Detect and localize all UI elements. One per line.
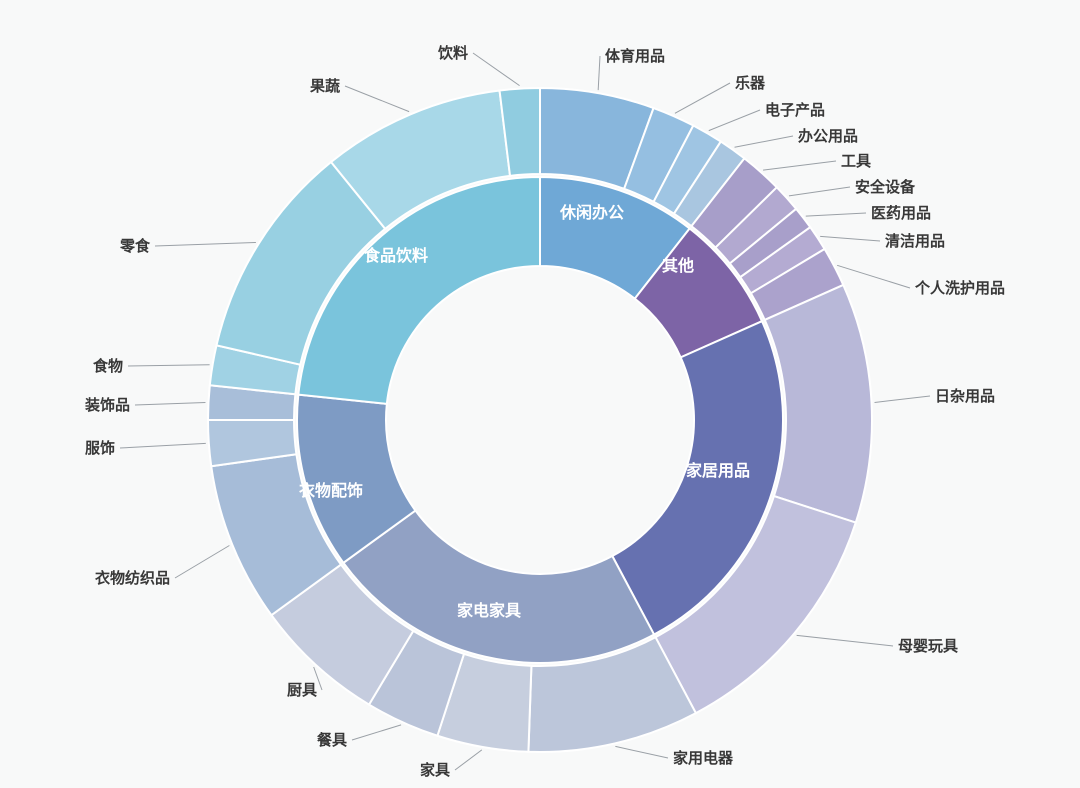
label-mother-baby-toys: 母婴玩具	[898, 638, 958, 655]
leader-line-clothing-textiles	[174, 545, 230, 579]
label-decorations: 装饰品	[84, 396, 130, 414]
label-food-beverage: 食品饮料	[363, 246, 428, 265]
leader-line-musical-instruments	[674, 82, 731, 114]
label-clothing-textiles: 衣物纺织品	[95, 569, 170, 587]
leader-line-electronics	[708, 109, 761, 132]
label-daily-sundries: 日杂用品	[935, 387, 995, 405]
outer-segment-beverages[interactable]	[498, 86, 541, 177]
label-appliances-furniture: 家电家具	[457, 601, 521, 620]
inner-segment-food-beverage[interactable]	[297, 175, 541, 406]
leader-line-personal-care	[836, 264, 911, 289]
leader-line-daily-sundries	[874, 395, 931, 403]
label-personal-care: 个人洗护用品	[914, 279, 1005, 297]
leader-line-apparel	[119, 442, 206, 449]
leader-line-cleaning-supplies	[820, 235, 881, 242]
leader-line-fruits-vegetables	[344, 85, 410, 113]
label-sports-goods: 体育用品	[605, 47, 665, 65]
label-fruits-vegetables: 果蔬	[309, 77, 340, 95]
label-clothing-accessories: 衣物配饰	[299, 481, 363, 500]
label-snacks: 零食	[119, 237, 151, 255]
label-household-goods: 家居用品	[686, 461, 750, 480]
leader-line-home-appliances	[615, 745, 669, 759]
leader-line-tableware	[351, 724, 402, 741]
label-musical-instruments: 乐器	[735, 74, 766, 92]
label-medical-supplies: 医药用品	[871, 204, 931, 222]
leader-line-snacks	[154, 241, 256, 247]
label-furniture: 家具	[420, 761, 450, 779]
label-cleaning-supplies: 清洁用品	[885, 232, 945, 250]
label-kitchenware: 厨具	[287, 682, 317, 699]
leader-line-safety-equipment	[788, 186, 851, 197]
label-electronics: 电子产品	[765, 101, 825, 119]
leader-line-beverages	[472, 52, 520, 87]
leader-line-food	[127, 364, 210, 367]
inner-segment-household-goods[interactable]	[610, 319, 784, 636]
label-other: 其他	[662, 256, 694, 275]
label-leisure-office: 休闲办公	[559, 203, 624, 222]
leader-line-kitchenware	[313, 666, 323, 691]
label-tableware: 餐具	[317, 731, 347, 749]
label-home-appliances: 家用电器	[673, 749, 734, 767]
leader-line-medical-supplies	[805, 212, 867, 217]
label-office-supplies: 办公用品	[798, 127, 858, 145]
label-tools: 工具	[841, 153, 871, 170]
leader-line-tools	[763, 160, 837, 171]
label-safety-equipment: 安全设备	[855, 178, 916, 196]
leader-line-furniture	[454, 749, 483, 771]
leader-line-mother-baby-toys	[796, 634, 894, 647]
label-food: 食物	[93, 357, 123, 375]
leader-line-sports-goods	[597, 55, 601, 91]
label-beverages: 饮料	[437, 44, 468, 62]
inner-segment-appliances-furniture[interactable]	[342, 509, 656, 664]
leader-line-decorations	[134, 401, 206, 406]
leader-line-office-supplies	[734, 135, 794, 148]
label-apparel: 服饰	[85, 439, 115, 457]
